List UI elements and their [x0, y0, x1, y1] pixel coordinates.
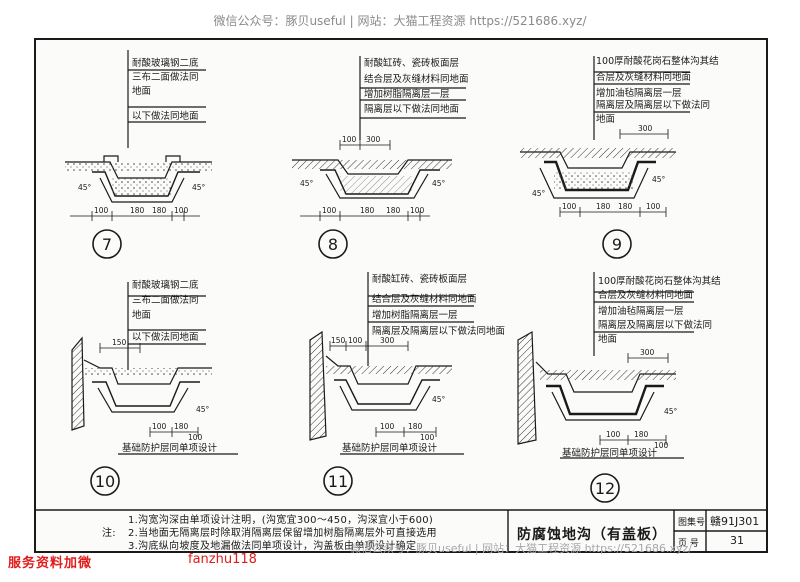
drawing-title: 防腐蚀地沟（有盖板）: [517, 527, 667, 543]
d8-angle-1: 45°: [300, 179, 314, 188]
d7-dim-1: 100: [94, 206, 109, 215]
detail-number-11: 11: [328, 472, 348, 491]
d12-label-3: 增加油毡隔离层一层: [598, 305, 684, 317]
watermark-bottom-left: 服务资料加微: [8, 556, 93, 571]
detail-number-7: 7: [102, 235, 112, 254]
d9-dim-2: 100: [562, 202, 577, 211]
d7-dim-2: 180: [130, 206, 145, 215]
d11-dim-3: 300: [380, 336, 395, 345]
d11-label-3: 增加树脂隔离层一层: [372, 309, 458, 321]
d11-label-2: 结合层及灰缝材料同地面: [372, 293, 477, 305]
d9-angle-1: 45°: [532, 189, 546, 198]
d7-label-2: 三布二面做法同: [132, 71, 199, 83]
d12-dim-1: 300: [640, 348, 655, 357]
d8-dim-4: 180: [360, 206, 375, 215]
detail-number-9: 9: [612, 235, 622, 254]
detail-12: [517, 272, 694, 503]
d9-dim-1: 300: [638, 124, 653, 133]
d10-label-1: 耐酸玻璃钢二底: [132, 279, 199, 291]
detail-footers: 基础防护层同单项设计 基础防护层同单项设计 基础防护层同单项设计: [122, 442, 658, 459]
d7-angle-2: 45°: [192, 183, 206, 192]
atlas-value: 赣91J301: [710, 515, 760, 528]
d9-label-3: 增加油毡隔离层一层: [596, 87, 682, 99]
d7-label-1: 耐酸玻璃钢二底: [132, 57, 199, 69]
detail-11: [309, 272, 474, 496]
page-label: 页 号: [678, 539, 699, 549]
d12-dim-2: 100: [606, 430, 621, 439]
d12-dim-3: 180: [634, 430, 649, 439]
d10-dim-1: 150: [112, 338, 127, 347]
d12-label-5: 地面: [598, 333, 617, 345]
d11-dim-2: 100: [348, 336, 363, 345]
d12-label-4: 隔离层及隔离层以下做法同: [598, 319, 712, 331]
note-line-1: 1.沟宽沟深由单项设计注明，(沟宽宜300～450，沟深宜小于600): [128, 515, 434, 526]
d12-label-2: 合层及灰缝材料同地面: [598, 289, 693, 301]
notes-block: 1.沟宽沟深由单项设计注明，(沟宽宜300～450，沟深宜小于600) 2.当地…: [128, 514, 500, 553]
d12-label-1: 100厚耐酸花岗石整体沟其结: [598, 275, 721, 287]
d9-label-1: 100厚耐酸花岗石整体沟其结: [596, 55, 719, 67]
d9-dim-4: 180: [618, 202, 633, 211]
d8-dim-3: 100: [322, 206, 337, 215]
atlas-label: 图集号: [678, 518, 706, 528]
d9-label-5: 地面: [596, 113, 615, 125]
detail-number-8: 8: [328, 235, 338, 254]
detail-number-10: 10: [95, 472, 115, 491]
watermark-bottom-site: 微信公众号：豚贝useful | 网站：大猫工程资源 https://52168…: [350, 542, 692, 555]
d11-footer: 基础防护层同单项设计: [342, 442, 438, 454]
d9-label-4: 隔离层及隔离层以下做法同: [596, 99, 710, 111]
notes-label: 注:: [102, 528, 116, 539]
d11-dim-5: 180: [408, 422, 423, 431]
d8-dim-2: 300: [366, 135, 381, 144]
d7-label-3: 地面: [132, 85, 151, 97]
detail-8: [292, 56, 466, 259]
d10-footer: 基础防护层同单项设计: [122, 442, 218, 454]
d8-angle-2: 45°: [432, 179, 446, 188]
d8-label-4: 隔离层以下做法同地面: [364, 103, 459, 115]
d11-dim-4: 100: [380, 422, 395, 431]
d11-dim-1: 150: [331, 336, 346, 345]
d11-label-1: 耐酸缸砖、瓷砖板面层: [372, 273, 467, 285]
d9-label-2: 合层及灰缝材料同地面: [596, 71, 691, 83]
watermark-top: 微信公众号：豚贝useful | 网站：大猫工程资源 https://52168…: [213, 14, 587, 28]
d10-angle-1: 45°: [196, 405, 210, 414]
d10-label-2: 三布二面做法同: [132, 294, 199, 306]
note-line-2: 2.当地面无隔离层时除取消隔离层保留增加树脂隔离层外可直接选用: [128, 528, 437, 539]
detail-9: [520, 56, 690, 259]
d8-dim-6: 100: [410, 206, 425, 215]
d8-dim-5: 180: [386, 206, 401, 215]
d10-dim-3: 180: [174, 422, 189, 431]
detail-number-12: 12: [595, 479, 615, 498]
d12-footer: 基础防护层同单项设计: [562, 447, 658, 459]
d12-dim-4: 100: [654, 441, 669, 450]
page-value: 31: [730, 534, 744, 547]
d11-angle-1: 45°: [432, 395, 446, 404]
d10-label-3: 地面: [132, 309, 151, 321]
d7-dim-3: 180: [152, 206, 167, 215]
detail-10: [71, 282, 238, 496]
d8-label-2: 结合层及灰缝材料同地面: [364, 73, 469, 85]
d9-dim-5: 100: [646, 202, 661, 211]
d9-dim-3: 180: [596, 202, 611, 211]
d10-dim-4: 100: [188, 433, 203, 442]
note-line-3: 3.沟底纵向坡度及地漏做法同单项设计，沟盖板由单项设计确定: [128, 541, 417, 552]
d7-dim-4: 100: [174, 206, 189, 215]
d8-label-3: 增加树脂隔离层一层: [364, 88, 450, 100]
leader-labels: 耐酸玻璃钢二底 三布二面做法同 地面 以下做法同地面 耐酸缸砖、瓷砖板面层 结合…: [132, 55, 721, 345]
d8-dim-1: 100: [342, 135, 357, 144]
dimension-labels: 100 180 180 100 45° 45° 100 300 100 180 …: [78, 124, 678, 450]
d7-angle-1: 45°: [78, 183, 92, 192]
d12-angle-1: 45°: [664, 407, 678, 416]
watermark-bottom-id: fanzhu118: [188, 552, 257, 567]
d11-dim-6: 100: [420, 433, 435, 442]
d10-label-4: 以下做法同地面: [132, 331, 199, 343]
title-block-frame: [34, 509, 768, 553]
detail-7: [65, 50, 212, 259]
d7-label-4: 以下做法同地面: [132, 110, 199, 122]
d9-angle-2: 45°: [652, 175, 666, 184]
d10-dim-2: 100: [152, 422, 167, 431]
d11-label-4: 隔离层及隔离层以下做法同地面: [372, 325, 505, 337]
detail-numbers: 7 8 9 10 11 12: [95, 235, 622, 498]
d8-label-1: 耐酸缸砖、瓷砖板面层: [364, 57, 459, 69]
